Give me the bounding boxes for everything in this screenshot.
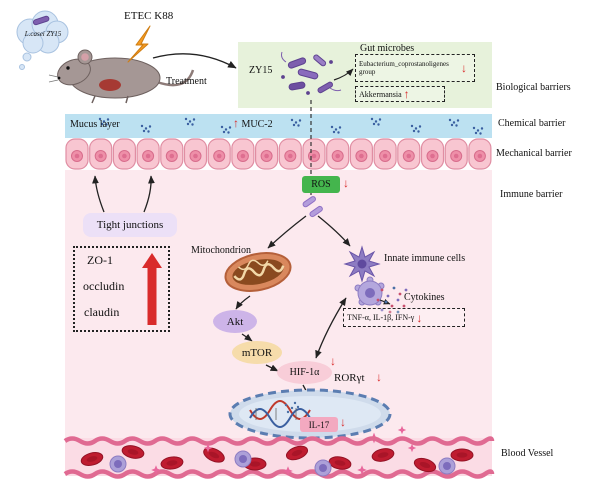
increase-arrow-icon: ↑ [233, 116, 239, 130]
innate-immune-cells-label: Innate immune cells [384, 253, 466, 264]
mucus-speckles [98, 117, 484, 135]
etec-label: ETEC K88 [124, 10, 174, 22]
nucleus-icon [228, 388, 392, 440]
il17-chip: IL-17 [300, 417, 338, 432]
epithelial-cell-row [65, 138, 492, 170]
signal-to-immune-arrow [317, 215, 351, 247]
cytokine-panel: TNF-α, IL-1β, IFN-γ ↓ [343, 308, 465, 327]
eubacterium-panel: Eubacterium_coprostanoligenes group ↓ [355, 54, 475, 82]
decrease-arrow-icon: ↓ [376, 370, 382, 384]
mito-to-akt-arrow [235, 295, 251, 310]
akt-chip: Akt [213, 310, 257, 333]
blood-vessel-label: Blood Vessel [501, 448, 554, 459]
mitochondrion-label: Mitochondrion [191, 245, 251, 256]
immune-hif-double-arrow [315, 297, 347, 359]
tight-junction-arrow-left [92, 175, 105, 213]
decrease-arrow-icon: ↓ [416, 310, 423, 325]
occludin-label: occludin [83, 279, 125, 293]
decrease-arrow-icon: ↓ [461, 61, 467, 75]
treatment-arrow [152, 53, 237, 69]
bacteria-to-taxa-arrow [333, 68, 354, 81]
eubacterium-label: Eubacterium_coprostanoligenes group [359, 59, 449, 76]
decrease-arrow-icon: ↓ [340, 415, 346, 429]
tight-junction-arrow-right [143, 175, 155, 213]
biological-barriers-label: Biological barriers [496, 82, 571, 93]
lightning-icon [127, 25, 151, 63]
akt-to-mtor-arrow [241, 333, 253, 342]
signal-to-mitochondrion-arrow [267, 215, 307, 249]
claudin-label: claudin [84, 305, 120, 319]
cloud-bacterium-icon [32, 15, 50, 26]
immune-barrier-label: Immune barrier [500, 189, 563, 200]
nucleus-speckles [284, 401, 300, 414]
treatment-label: Treatment [166, 76, 207, 87]
akkermansia-label: Akkermansia [359, 89, 402, 99]
tight-junction-proteins-panel: ZO-1 occludin claudin [73, 246, 170, 332]
rorgt-label: RORγt [334, 372, 365, 384]
decrease-arrow-icon: ↓ [343, 176, 349, 190]
cytokines-label: Cytokines [404, 292, 445, 303]
platelet-star-icon [397, 425, 407, 435]
increase-arrow-icon: ↑ [403, 87, 410, 101]
dendritic-cell-icon [343, 245, 381, 283]
tight-junctions-chip: Tight junctions [83, 213, 177, 237]
big-increase-arrow-icon [142, 253, 162, 325]
cloud-label: L.casei ZY15 [24, 30, 62, 38]
thought-cloud [16, 10, 69, 70]
cytokine-dots [376, 286, 408, 314]
chemical-barrier-label: Chemical barrier [498, 118, 566, 129]
gut-microbes-title: Gut microbes [360, 43, 415, 54]
akkermansia-panel: Akkermansia ↑ [355, 86, 445, 102]
muc2-label: MUC-2 [241, 119, 273, 130]
macrophage-icon [354, 276, 385, 306]
zy15-bacteria-icon [281, 51, 342, 95]
mitochondrion-icon [224, 252, 292, 292]
mouse-lesion [99, 79, 121, 91]
zo1-label: ZO-1 [87, 253, 113, 267]
mechanical-barrier-label: Mechanical barrier [496, 148, 572, 159]
mtor-to-hif-arrow [265, 364, 279, 372]
mouse-icon [48, 49, 195, 104]
blood-vessel-walls [63, 436, 495, 479]
ros-chip: ROS [302, 176, 340, 193]
hif1a-chip: HIF-1α [277, 361, 332, 384]
zy15-label: ZY15 [249, 65, 273, 76]
mtor-chip: mTOR [232, 341, 282, 364]
cytokine-panel-label: TNF-α, IL-1β, IFN-γ [347, 313, 415, 322]
membrane-channel-icon [302, 196, 323, 218]
decrease-arrow-icon: ↓ [330, 354, 336, 368]
mucus-layer-label: Mucus layer [70, 119, 120, 130]
muc2-label-group: ↑ MUC-2 [233, 117, 273, 130]
gut-microbes-panel [238, 42, 492, 108]
